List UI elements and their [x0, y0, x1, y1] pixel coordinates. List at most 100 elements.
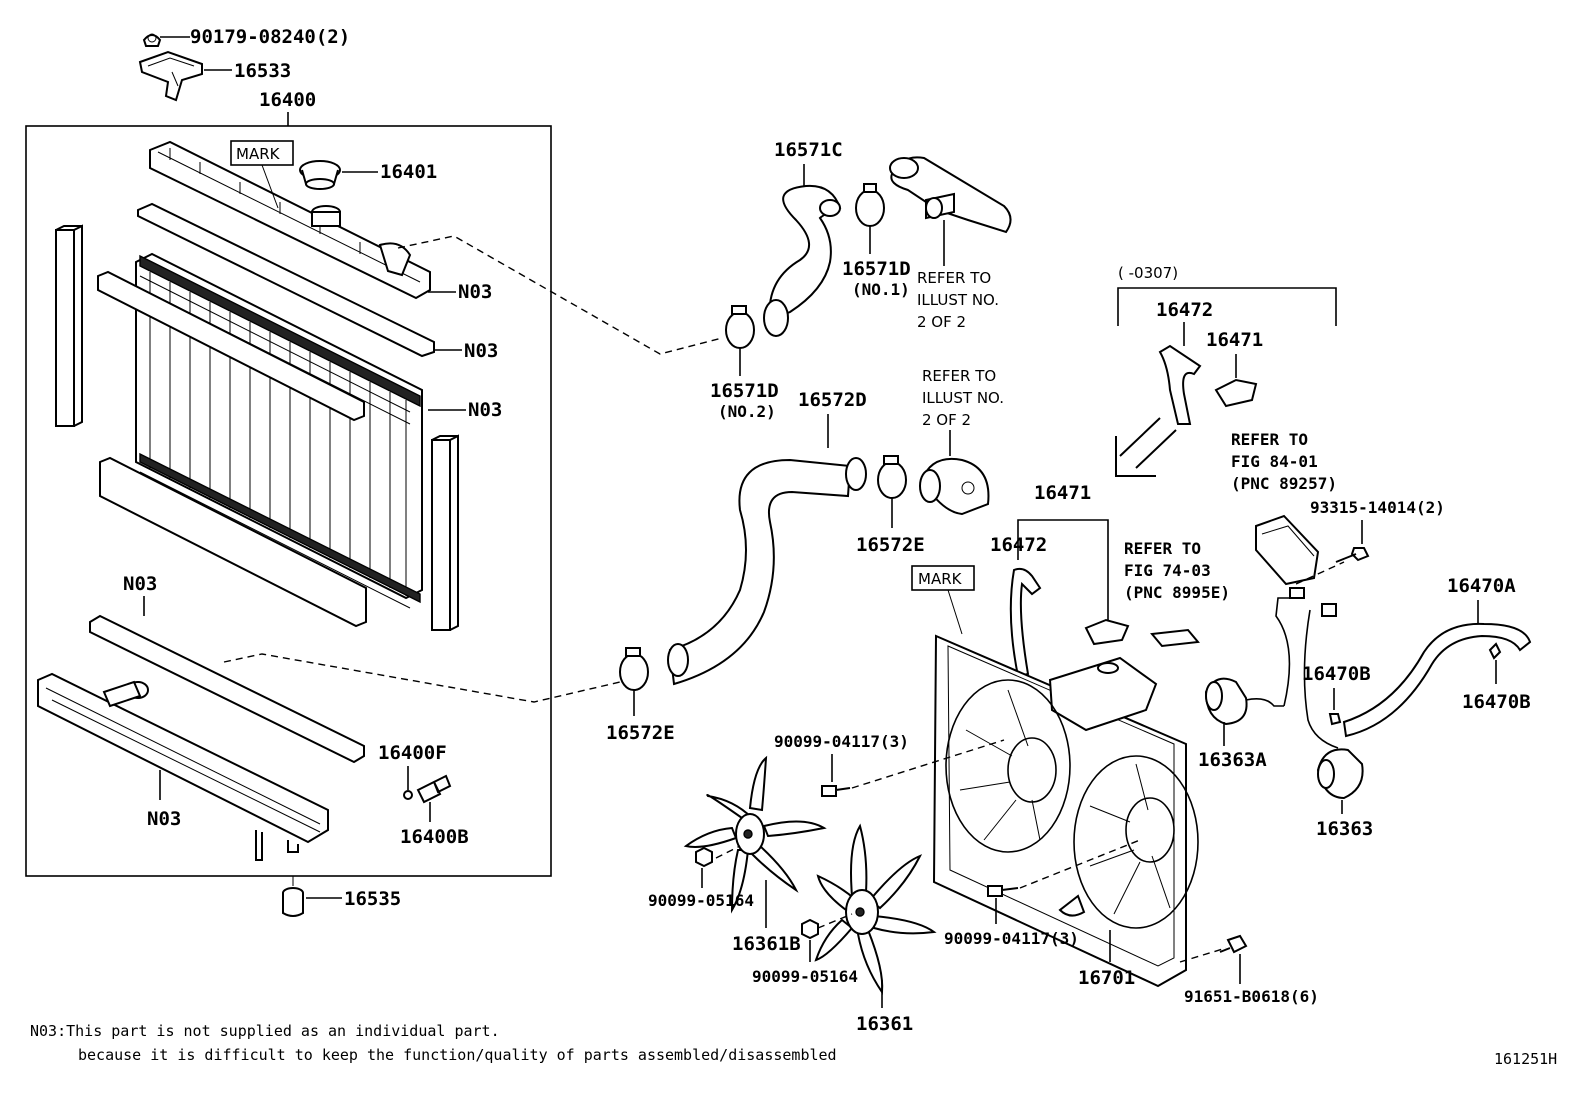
label-16533: 16533 — [234, 60, 291, 82]
lower-seal-drawing — [99, 456, 367, 628]
label-n03-b: N03 — [464, 340, 498, 362]
refer-4-line2: FIG 74-03 — [1124, 561, 1211, 580]
label-16535: 16535 — [344, 888, 401, 910]
label-16701: 16701 — [1078, 967, 1135, 989]
clip-16470B-right-drawing — [1488, 642, 1502, 660]
left-support-drawing — [55, 224, 83, 427]
refer-4-line3: (PNC 8995E) — [1124, 583, 1230, 602]
upper-gasket-drawing — [137, 202, 435, 358]
bracket-16533-drawing — [138, 50, 232, 102]
refer-2-line1: REFER TO — [922, 367, 996, 385]
label-16571C: 16571C — [774, 139, 843, 161]
range-note: ( -0307) — [1118, 264, 1178, 282]
upper-seal-drawing — [97, 270, 365, 422]
clip-90179-drawing — [142, 33, 190, 47]
label-16471-upper: 16471 — [1206, 329, 1263, 351]
lower-gasket-drawing — [89, 614, 365, 764]
motor-16363A-wire — [1275, 597, 1292, 707]
fan-16361B-drawing — [683, 755, 827, 914]
dashed-nut-b — [817, 913, 853, 929]
label-16571D-no1-sub: (NO.1) — [852, 280, 910, 299]
motor-16363-wire — [1303, 609, 1339, 749]
lower-tank-drawing — [37, 672, 329, 861]
refer-4-line1: REFER TO — [1124, 539, 1201, 558]
label-90099-04117-b: 90099-04117(3) — [944, 929, 1079, 948]
cushion-16535-drawing — [282, 876, 304, 917]
label-16572E-lower: 16572E — [606, 722, 675, 744]
screw-04117-a-drawing — [821, 785, 851, 797]
motor-16363A-drawing — [1204, 677, 1284, 726]
cap-16471-upper-drawing — [1214, 378, 1258, 408]
assembly-arrow — [1115, 417, 1177, 477]
dashed-bolt-91651 — [1179, 947, 1227, 963]
label-16470B-left: 16470B — [1302, 663, 1371, 685]
clamp-16572E-lower-drawing — [619, 647, 649, 691]
cap-16471-lower-drawing — [1084, 618, 1130, 646]
label-16470A: 16470A — [1447, 575, 1516, 597]
label-mark-fan: MARK — [918, 570, 963, 588]
dashed-lower-connection — [223, 653, 621, 703]
label-16361B: 16361B — [732, 933, 801, 955]
label-16470B-right: 16470B — [1462, 691, 1531, 713]
hose-16472-upper-drawing — [1158, 344, 1202, 425]
footnote-line2: because it is difficult to keep the func… — [78, 1046, 837, 1064]
hose-16472-lower-drawing — [1009, 567, 1042, 678]
water-outlet-drawing — [889, 156, 1012, 234]
screw-04117-b-drawing — [987, 885, 1019, 897]
bolt-91651-drawing — [1219, 934, 1248, 954]
right-support-drawing — [431, 434, 459, 631]
refer-1-line2: ILLUST NO. — [917, 291, 999, 309]
label-n03-e: N03 — [147, 808, 181, 830]
clamp-16572E-upper-drawing — [877, 455, 907, 499]
label-90099-05164-a: 90099-05164 — [648, 891, 754, 910]
label-16363: 16363 — [1316, 818, 1373, 840]
label-16571D-no1: 16571D — [842, 258, 911, 280]
label-16361: 16361 — [856, 1013, 913, 1035]
label-n03-a: N03 — [458, 281, 492, 303]
hose-16470A-drawing — [1342, 622, 1532, 738]
label-90179-08240: 90179-08240(2) — [190, 26, 350, 48]
plug-16400B-drawing — [416, 774, 452, 804]
label-93315-14014: 93315-14014(2) — [1310, 498, 1445, 517]
radiator-assembly-box — [25, 125, 552, 877]
fan-shroud-16701-drawing — [932, 634, 1199, 988]
refer-2-line2: ILLUST NO. — [922, 389, 1004, 407]
water-inlet-drawing — [919, 458, 990, 516]
cap-16401-drawing — [299, 160, 341, 190]
label-91651-B0618: 91651-B0618(6) — [1184, 987, 1319, 1006]
label-16471-lower: 16471 — [1034, 482, 1091, 504]
refer-3-line1: REFER TO — [1231, 430, 1308, 449]
dashed-screw-a — [851, 739, 1005, 789]
dashed-upper-connection — [397, 235, 723, 355]
refer-3-line2: FIG 84-01 — [1231, 452, 1318, 471]
label-16571D-no2-sub: (NO.2) — [718, 402, 776, 421]
clip-16470B-left-drawing — [1328, 713, 1342, 726]
fan-16361-drawing — [814, 823, 937, 995]
label-16572E-upper: 16572E — [856, 534, 925, 556]
motor-16363-drawing — [1316, 748, 1364, 800]
dashed-relay-bolt — [1295, 561, 1345, 585]
label-16400: 16400 — [259, 89, 316, 111]
refer-1-line3: 2 OF 2 — [917, 313, 966, 331]
refer-3-line3: (PNC 89257) — [1231, 474, 1337, 493]
nut-05164-b-drawing — [801, 918, 819, 940]
hose-16572D-drawing — [668, 458, 852, 686]
mark-box-fan — [911, 565, 975, 591]
figure-id: 161251H — [1494, 1050, 1557, 1068]
label-90099-05164-b: 90099-05164 — [752, 967, 858, 986]
label-90099-04117-a: 90099-04117(3) — [774, 732, 909, 751]
label-16401: 16401 — [380, 161, 437, 183]
label-16572D: 16572D — [798, 389, 867, 411]
wire-connectors-drawing — [1289, 587, 1337, 617]
label-n03-d: N03 — [123, 573, 157, 595]
fan-relay-drawing — [1255, 514, 1320, 586]
nut-05164-a-drawing — [695, 846, 713, 868]
label-n03-c: N03 — [468, 399, 502, 421]
refer-2-line3: 2 OF 2 — [922, 411, 971, 429]
label-16363A: 16363A — [1198, 749, 1267, 771]
dashed-nut-a — [715, 845, 741, 859]
refer-1-line1: REFER TO — [917, 269, 991, 287]
label-16472-lower: 16472 — [990, 534, 1047, 556]
clamp-16571D-no1-drawing — [855, 183, 885, 227]
